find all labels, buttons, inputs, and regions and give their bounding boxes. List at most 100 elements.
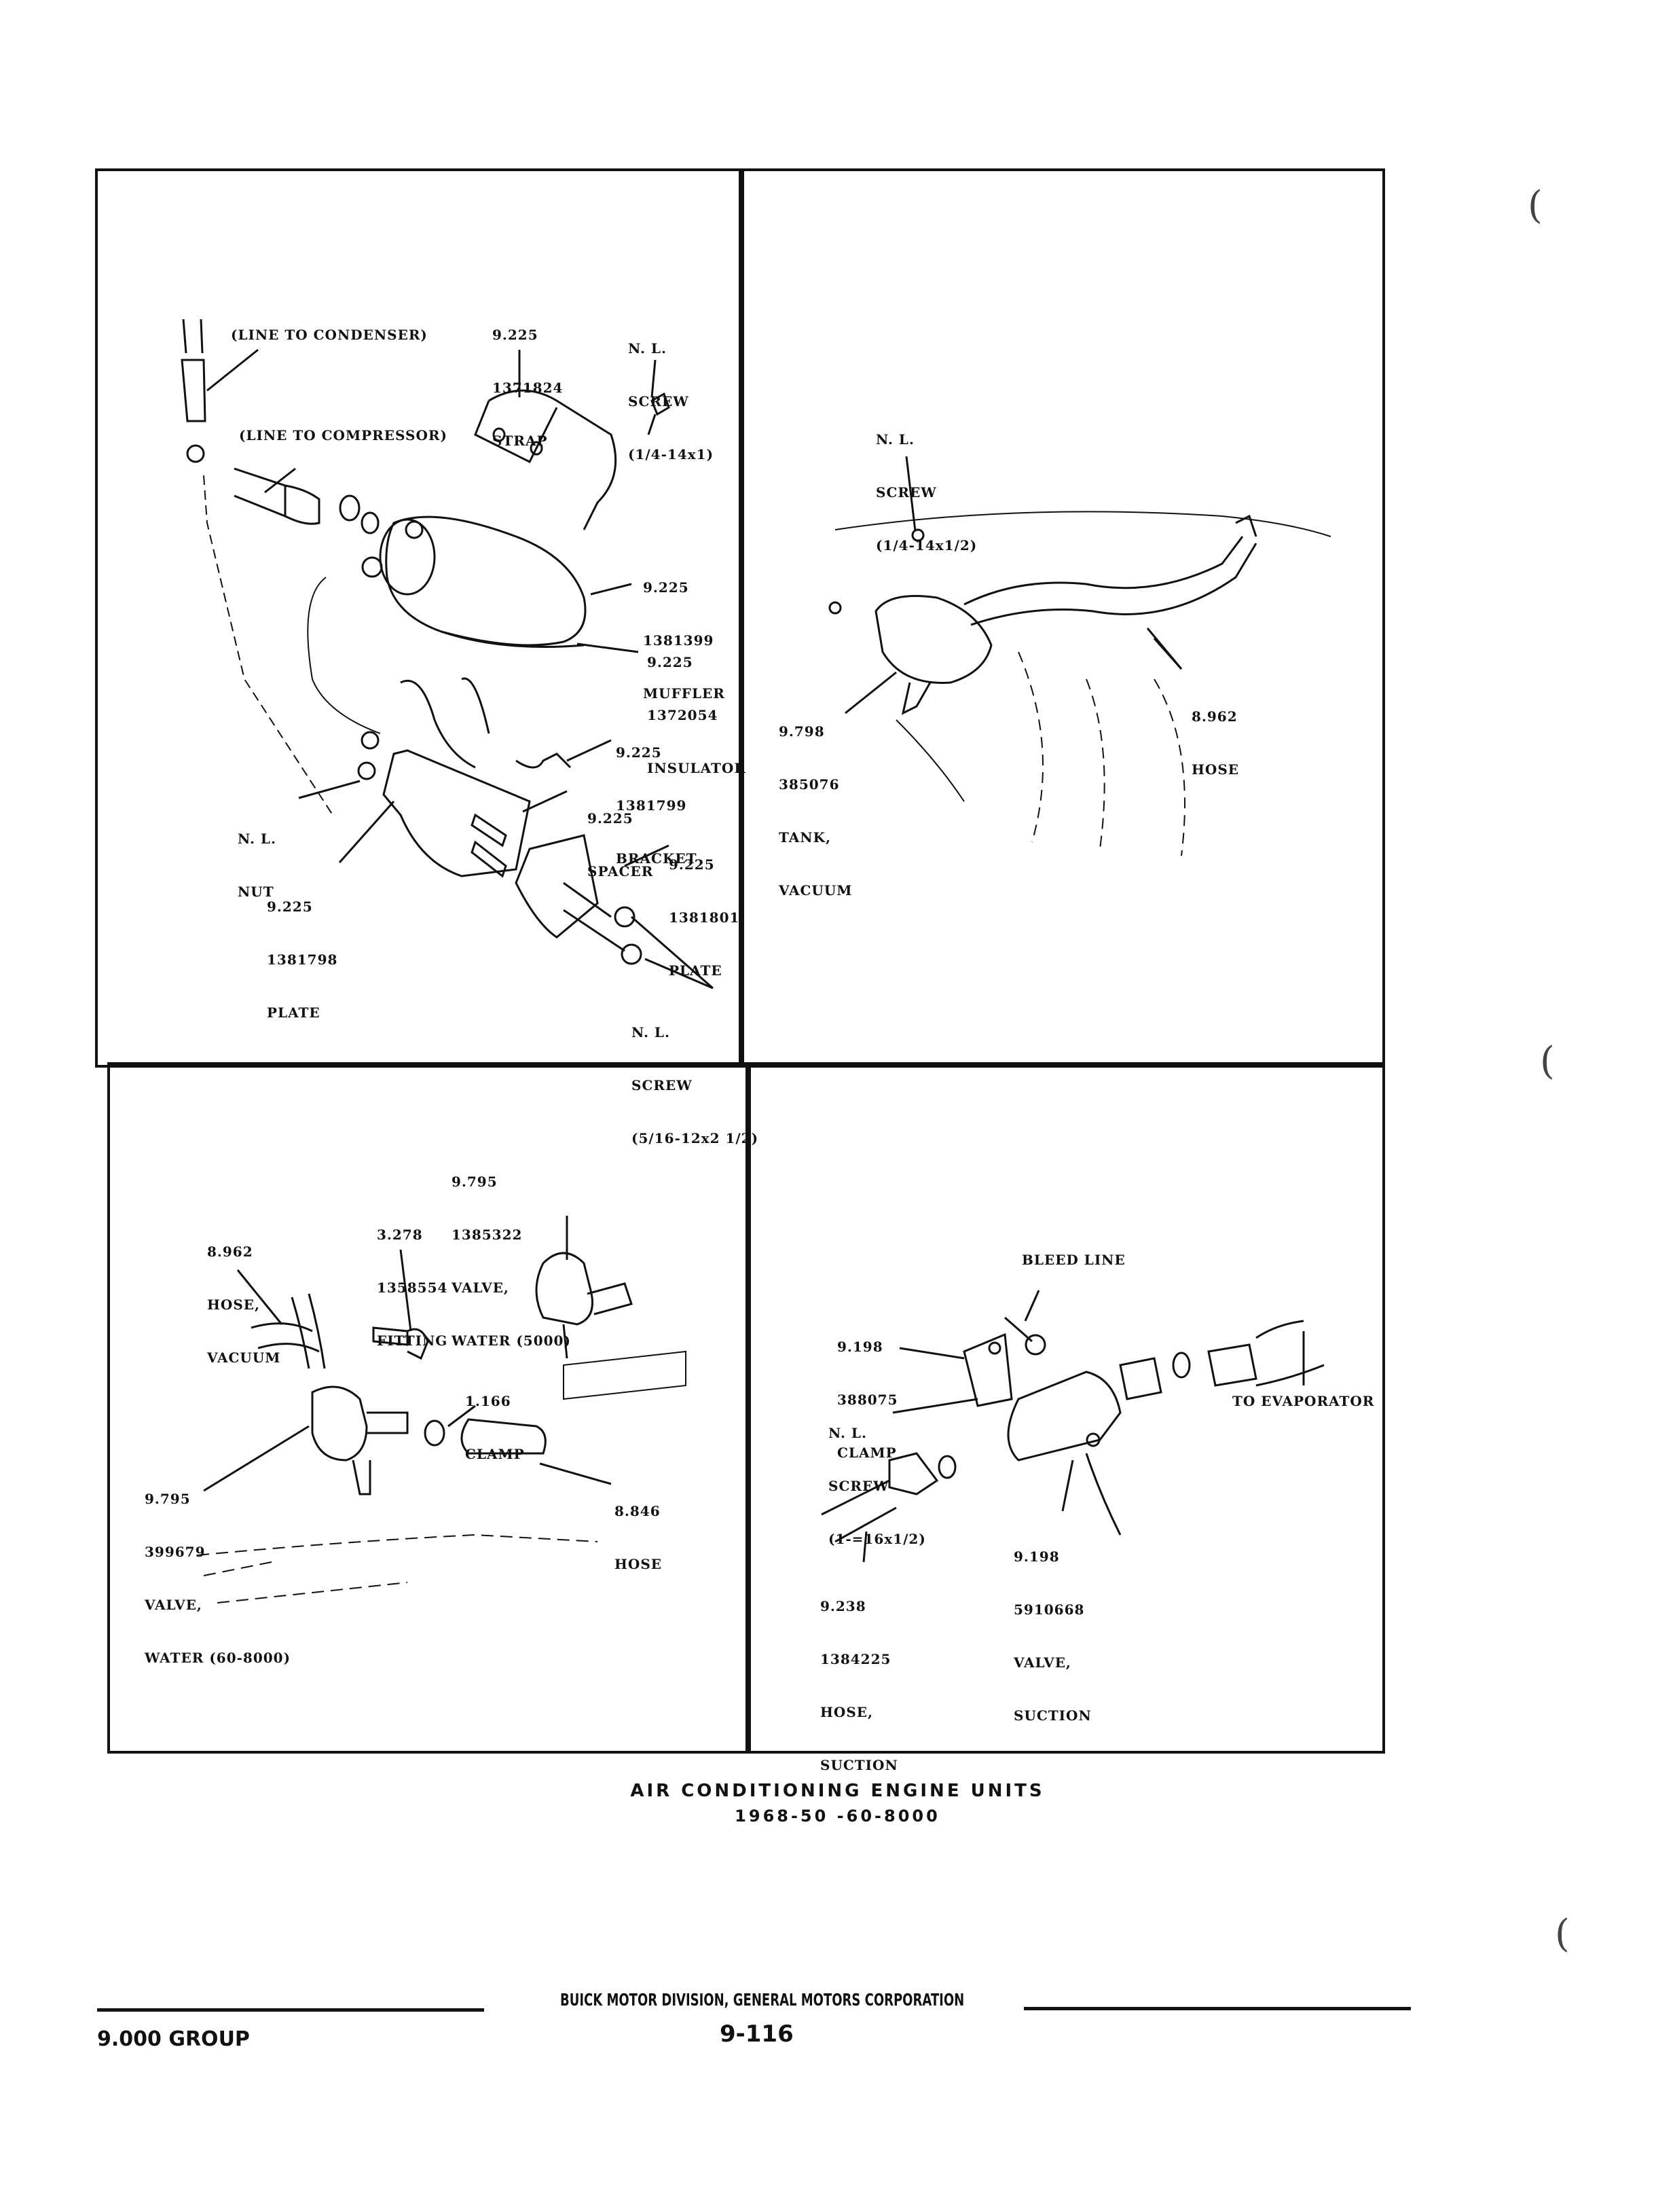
footer-rule-left bbox=[97, 2008, 484, 2012]
suction-clamp-part-number: 388075 bbox=[837, 1392, 898, 1408]
valve-60-8000-part-name: VALVE, bbox=[145, 1597, 202, 1613]
valve-5000 bbox=[535, 1252, 593, 1326]
panel-border-bottom-right bbox=[746, 1062, 1385, 1754]
condenser-washer bbox=[186, 444, 205, 463]
screw-bottom-1 bbox=[614, 906, 636, 928]
leader-arrows-bottom-right bbox=[862, 1290, 1305, 1563]
label-line-to-condenser: (LINE TO CONDENSER) bbox=[231, 327, 428, 343]
valve-60-8000 bbox=[311, 1385, 368, 1462]
panel-muffler-assembly: (LINE TO CONDENSER) (LINE TO COMPRESSOR)… bbox=[0, 0, 758, 1146]
label-suction-screw: N. L. SCREW (1-=16x1/2) bbox=[828, 1389, 926, 1583]
compressor-line bbox=[234, 467, 287, 518]
clamp-name: CLAMP bbox=[465, 1446, 525, 1462]
plate-right-part-name: PLATE bbox=[669, 962, 722, 979]
footer-publisher: BUICK MOTOR DIVISION, GENERAL MOTORS COR… bbox=[560, 1990, 965, 2010]
suction-valve-body bbox=[1007, 1371, 1122, 1462]
plate-right bbox=[515, 834, 599, 939]
label-vacuum-tank: 9.798 385076 TANK, VACUUM bbox=[779, 687, 852, 935]
valve-5000-part-name: VALVE, bbox=[452, 1280, 509, 1296]
bracket bbox=[400, 677, 572, 769]
tank-part-type: VACUUM bbox=[779, 882, 853, 899]
label-plate-right: 9.225 1381801 PLATE bbox=[669, 820, 739, 1015]
label-bracket: 9.225 1381799 BRACKET bbox=[616, 708, 697, 903]
panel-vacuum-tank: N. L. SCREW (1/4-14x1/2) 9.798 385076 TA… bbox=[0, 0, 1675, 1066]
label-nut: N. L. NUT bbox=[238, 795, 276, 936]
plate-left-part-number: 1381798 bbox=[267, 951, 338, 968]
insulator-group-code: 9.225 bbox=[647, 654, 693, 670]
valve-suction-part-number: 5910668 bbox=[1014, 1601, 1085, 1618]
label-hose-846: 8.846 HOSE bbox=[614, 1467, 662, 1608]
leader-arrows-top-left bbox=[206, 348, 714, 990]
muffler-part-number: 1381399 bbox=[643, 632, 714, 649]
margin-mark-3: ( bbox=[1555, 1912, 1570, 1956]
hose-clamp bbox=[424, 1419, 445, 1447]
plate-left-group-code: 9.225 bbox=[267, 899, 313, 915]
tank-part-name: TANK, bbox=[779, 829, 831, 846]
muffler-group-code: 9.225 bbox=[643, 579, 689, 596]
muffler-part-name: MUFFLER bbox=[643, 685, 725, 702]
label-strap: 9.225 1371824 STRAP bbox=[492, 291, 563, 485]
bracket-group-code: 9.225 bbox=[616, 744, 662, 761]
label-suction-clamp: 9.198 388075 CLAMP bbox=[837, 1303, 898, 1497]
panel-suction-valve: BLEED LINE 9.198 388075 CLAMP N. L. SCRE… bbox=[820, 1252, 1374, 1773]
suction-screw-name: SCREW bbox=[828, 1478, 889, 1494]
panel-border-top-left bbox=[95, 168, 744, 1068]
hose-suction-name: HOSE, bbox=[820, 1704, 873, 1720]
evaporator-fitting bbox=[1207, 1343, 1257, 1387]
panel-border-bottom-left bbox=[107, 1062, 751, 1754]
muffler-assembly-illustration bbox=[181, 319, 714, 990]
vacuum-tank-illustration bbox=[828, 456, 1331, 856]
valve-60-8000-part-number: 399679 bbox=[145, 1544, 206, 1560]
figure-frame bbox=[95, 168, 1385, 1754]
vacuum-hose bbox=[251, 1322, 320, 1353]
fender-line bbox=[834, 511, 1331, 537]
fitting-part-number: 1358554 bbox=[377, 1280, 448, 1296]
label-plate-left: 9.225 1381798 PLATE bbox=[267, 863, 337, 1057]
tank-hose-name: HOSE bbox=[1192, 761, 1240, 778]
footer-group: 9.000 GROUP bbox=[97, 2027, 250, 2051]
suction-clamp-name: CLAMP bbox=[837, 1445, 897, 1461]
nut bbox=[357, 761, 376, 780]
hose-vacuum-name: HOSE, bbox=[207, 1297, 260, 1313]
plate-right-group-code: 9.225 bbox=[669, 856, 715, 873]
panel-water-valves: 8.962 HOSE, VACUUM 3.278 1358554 FITTING… bbox=[0, 0, 815, 1766]
tank-screw-size: (1/4-14x1/2) bbox=[876, 537, 978, 554]
plate-left-part-name: PLATE bbox=[267, 1004, 320, 1021]
label-tank-screw: N. L. SCREW (1/4-14x1/2) bbox=[876, 395, 977, 590]
bracket-part-number: 1381799 bbox=[616, 797, 687, 814]
label-line-to-compressor: (LINE TO COMPRESSOR) bbox=[239, 427, 447, 443]
label-valve-suction: 9.198 5910668 VALVE, SUCTION bbox=[1014, 1512, 1092, 1760]
hose-vacuum-group-code: 8.962 bbox=[207, 1244, 253, 1260]
label-screw-bottom: N. L. SCREW (5/16-12x2 1/2) bbox=[631, 988, 758, 1182]
nut-code: N. L. bbox=[238, 831, 276, 847]
label-insulator: 9.225 1372054 INSULATOR bbox=[647, 618, 746, 812]
insulator-part-number: 1372054 bbox=[647, 707, 718, 723]
label-clamp: 1.166 CLAMP bbox=[465, 1357, 525, 1498]
valve-suction-group-code: 9.198 bbox=[1014, 1548, 1060, 1565]
margin-mark-2: ( bbox=[1540, 1039, 1555, 1083]
leader-arrows-bottom-left bbox=[203, 1216, 612, 1492]
hose-nut bbox=[888, 1452, 939, 1495]
valve-suction-name: VALVE, bbox=[1014, 1654, 1071, 1671]
suction-clamp-group-code: 9.198 bbox=[837, 1339, 883, 1355]
label-fitting: 3.278 1358554 FITTING bbox=[377, 1191, 447, 1385]
screw-bottom-name: SCREW bbox=[631, 1077, 693, 1093]
screw-bottom-size: (5/16-12x2 1/2) bbox=[631, 1130, 759, 1146]
label-hose-suction: 9.238 1384225 HOSE, SUCTION bbox=[820, 1562, 898, 1809]
label-valve-water-5000: 9.795 1385322 VALVE, WATER (5000) bbox=[452, 1138, 571, 1385]
hose-vacuum-type: VACUUM bbox=[207, 1349, 281, 1366]
figure-caption-subtitle: 1968-50 -60-8000 bbox=[735, 1807, 940, 1826]
margin-mark-1: ( bbox=[1528, 183, 1543, 228]
bleed-line bbox=[1004, 1316, 1033, 1343]
screw-top-name: SCREW bbox=[628, 393, 689, 410]
tank-group-code: 9.798 bbox=[779, 723, 825, 740]
tank-part-number: 385076 bbox=[779, 776, 840, 793]
spacer-part-name: SPACER bbox=[587, 863, 654, 880]
spacers bbox=[471, 813, 507, 878]
label-bleed-line: BLEED LINE bbox=[1022, 1252, 1126, 1268]
label-tank-hose: 8.962 HOSE bbox=[1192, 672, 1239, 814]
tank-screw-code: N. L. bbox=[876, 431, 915, 448]
label-muffler: 9.225 1381399 MUFFLER bbox=[643, 543, 725, 738]
footer-page-number: 9-116 bbox=[720, 2020, 794, 2048]
hose-short bbox=[460, 1418, 547, 1455]
